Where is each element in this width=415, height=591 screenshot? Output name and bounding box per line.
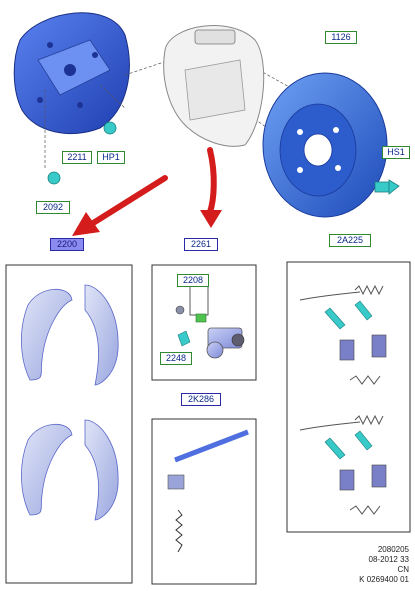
callout-cylinder-bolt: 2248: [160, 352, 192, 365]
brake-drum: [262, 72, 388, 218]
shoe-assembly-preview: [163, 25, 265, 147]
callout-bleeder-kit: 2208: [177, 274, 209, 287]
red-arrow-left: [72, 175, 168, 236]
drawing-reference: 2080205 08-2012 33 CN K 0269400 01: [359, 545, 409, 585]
callout-plug: HP1: [97, 151, 125, 164]
callout-drum: 1126: [325, 31, 357, 44]
callout-backing-plate: 2211: [62, 151, 92, 164]
adjuster-kit-panel: [151, 418, 257, 585]
red-arrow-down: [200, 147, 222, 228]
shoe-kit-panel: [5, 264, 133, 584]
callout-spring-kit: 2A225: [329, 234, 371, 247]
callout-grommet: 2092: [36, 201, 70, 214]
callout-adjuster-kit: 2K286: [181, 393, 221, 406]
reference-line-4: K 0269400 01: [359, 575, 409, 584]
grommet-part: [47, 171, 61, 185]
reference-line-1: 2080205: [377, 545, 409, 554]
spring-kit-panel: [286, 261, 411, 533]
reference-line-2: 08-2012 33: [368, 555, 409, 564]
reference-line-3: CN: [397, 565, 409, 574]
backing-plate: [13, 12, 130, 135]
plug-part: [103, 121, 117, 135]
drum-bolt-part: [374, 179, 400, 195]
callout-cylinder-kit: 2261: [184, 238, 218, 251]
callout-drum-bolt: HS1: [382, 146, 410, 159]
callout-shoe-kit: 2200: [50, 238, 84, 251]
